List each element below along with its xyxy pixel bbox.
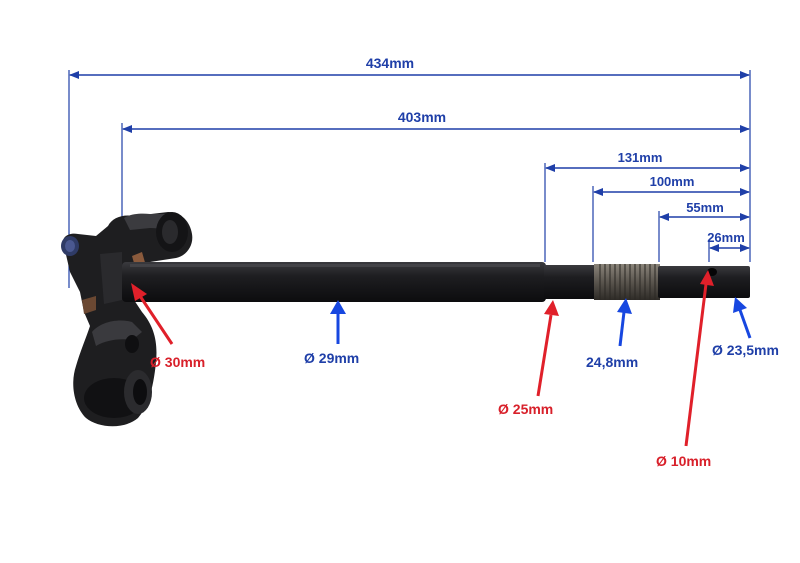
dimension-100: 100mm [593, 174, 750, 196]
label-main-tube: Ø 29mm [304, 350, 359, 366]
label-clamp-bore: Ø 30mm [150, 354, 205, 370]
stepped-section [544, 265, 596, 299]
arrow-step [536, 300, 559, 397]
dimension-55: 55mm [659, 200, 750, 221]
triple-clamp [61, 212, 193, 427]
dimension-label-26: 26mm [707, 230, 745, 245]
dimension-label-55: 55mm [686, 200, 724, 215]
dimension-131: 131mm [545, 150, 750, 172]
dimension-label-434: 434mm [366, 55, 414, 71]
arrow-thread [617, 298, 632, 347]
dimension-label-131: 131mm [618, 150, 663, 165]
label-hole: Ø 10mm [656, 453, 711, 469]
dimension-403: 403mm [122, 109, 750, 133]
dimension-label-403: 403mm [398, 109, 446, 125]
label-tip: Ø 23,5mm [712, 342, 779, 358]
dimension-label-100: 100mm [650, 174, 695, 189]
label-thread: 24,8mm [586, 354, 638, 370]
arrow-hole [684, 270, 714, 447]
steering-stem-part [61, 212, 750, 427]
arrow-tip [733, 297, 752, 339]
main-tube [122, 262, 546, 302]
dimension-434: 434mm [69, 55, 750, 79]
label-tube-step: Ø 25mm [498, 401, 553, 417]
dimension-26: 26mm [707, 230, 750, 252]
arrow-main-tube [330, 300, 346, 344]
arrow-clamp-bore [131, 283, 174, 345]
